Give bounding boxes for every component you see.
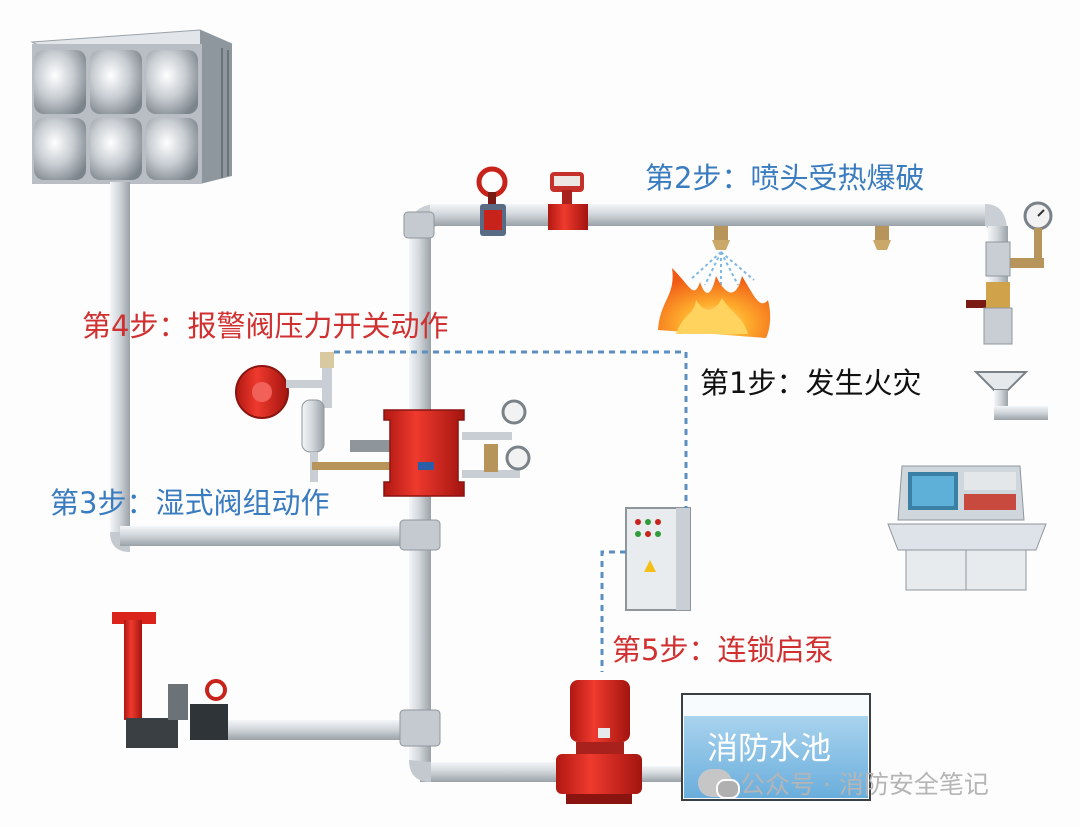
end-test-device: [966, 201, 1053, 345]
step-3-label: 第3步：湿式阀组动作: [50, 486, 330, 520]
step-1-label: 第1步：发生火灾: [700, 366, 922, 400]
pump-control-cabinet: [625, 507, 691, 611]
wechat-icon: [698, 769, 740, 799]
signal-wiring: [334, 350, 688, 672]
watermark: 公众号 · 消防安全笔记: [698, 765, 989, 801]
pool-label: 消防水池: [707, 731, 831, 767]
fire-flames: [658, 268, 771, 338]
step-4-label: 第4步：报警阀压力开关动作: [82, 309, 449, 343]
pump-adapter-hydrant: [112, 612, 228, 748]
step-2-label: 第2步：喷头受热爆破: [645, 161, 925, 195]
watermark-text: 公众号 · 消防安全笔记: [740, 770, 989, 799]
water-flow-indicator: [548, 172, 588, 230]
step-5-label: 第5步：连锁启泵: [612, 633, 834, 667]
fire-pump: [556, 680, 642, 804]
pipe-network: [110, 182, 1008, 782]
fire-alarm-control-console: [887, 465, 1047, 591]
drain-funnel: [973, 371, 1048, 420]
roof-water-tank: [30, 29, 233, 184]
water-spray: [689, 251, 755, 288]
signal-butterfly-valve: [476, 166, 508, 236]
sprinkler-head-right: [873, 226, 891, 250]
wet-alarm-valve-group: [235, 352, 531, 497]
sprinkler-head-left: [712, 226, 730, 250]
